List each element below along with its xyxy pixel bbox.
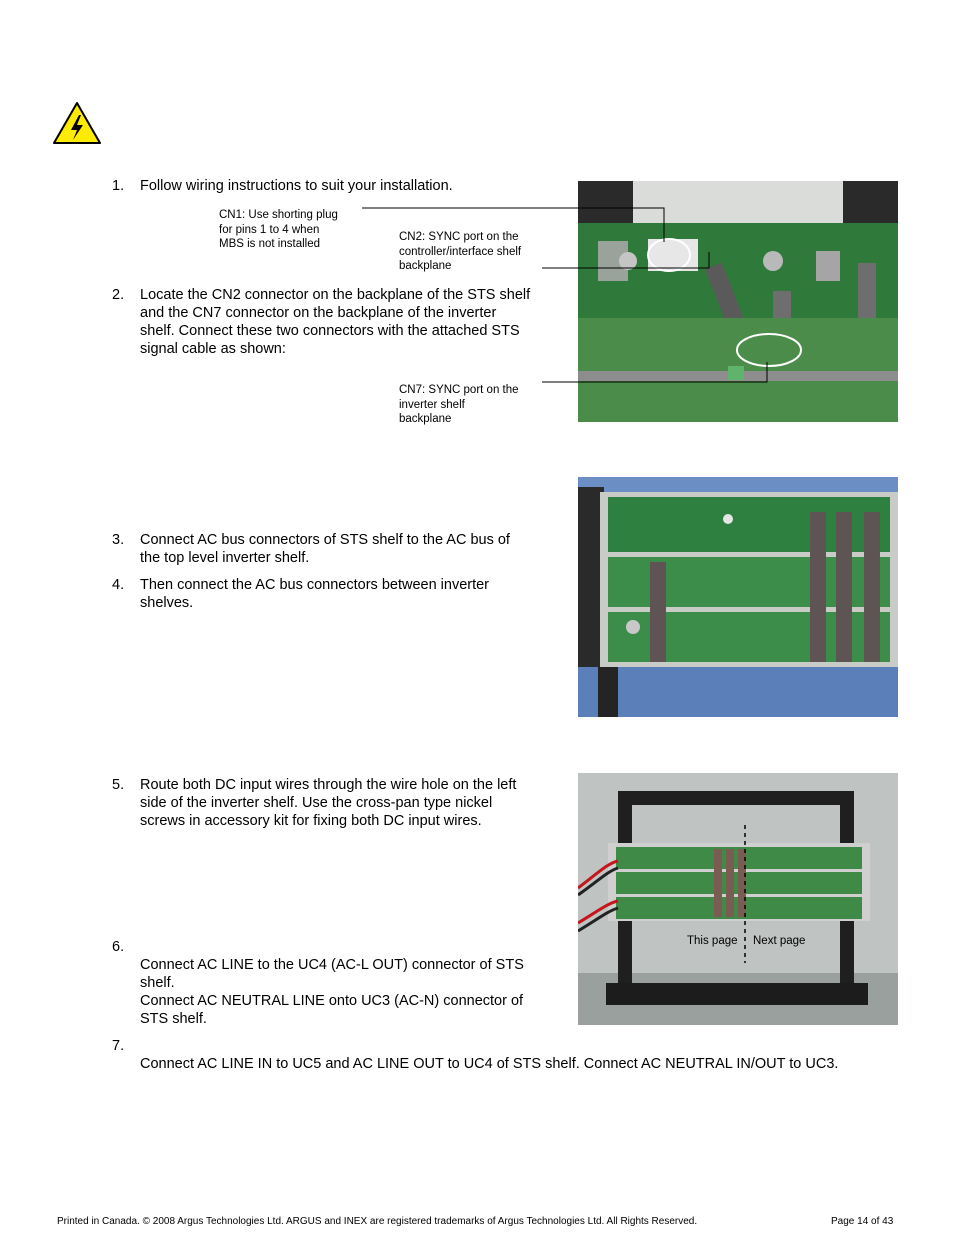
callout-line: controller/interface shelf bbox=[399, 245, 522, 258]
step-text-line: Locate the CN2 connector on the backplan… bbox=[140, 287, 531, 303]
callout-cn1: CN1: Use shorting plug for pins 1 to 4 w… bbox=[219, 208, 338, 252]
photo-rack-dc-wiring: This page Next page bbox=[578, 773, 898, 1025]
step-number: 2. bbox=[112, 287, 125, 303]
callout-line: backplane bbox=[399, 413, 452, 425]
step-number: 1. bbox=[112, 178, 125, 194]
callout-line: CN7: SYNC port on the bbox=[399, 384, 519, 396]
callout-line: MBS is not installed bbox=[219, 238, 320, 250]
step-text-line: shelf. bbox=[140, 975, 175, 991]
step-text-line: Then connect the AC bus connectors betwe… bbox=[140, 577, 490, 593]
step-text-line: Follow wiring instructions to suit your … bbox=[140, 178, 453, 194]
photo-label-next-page: Next page bbox=[753, 935, 806, 947]
step-number: 7. bbox=[112, 1038, 125, 1054]
step-text-line: Connect AC bus connectors of STS shelf t… bbox=[140, 532, 510, 548]
step-text-line: Connect AC LINE IN to UC5 and AC LINE OU… bbox=[140, 1056, 839, 1072]
step-number: 3. bbox=[112, 532, 125, 548]
step-text-line: signal cable as shown: bbox=[140, 341, 286, 357]
callout-cn2: CN2: SYNC port on the controller/interfa… bbox=[399, 230, 521, 274]
callout-line: for pins 1 to 4 when bbox=[219, 223, 320, 236]
footer-page-number: Page 14 of 43 bbox=[831, 1216, 894, 1227]
high-voltage-warning-icon bbox=[52, 101, 102, 145]
callout-line: CN1: Use shorting plug bbox=[219, 209, 338, 221]
step-text-line: Route both DC input wires through the wi… bbox=[140, 777, 517, 793]
step-text-line: shelf. Connect these two connectors with… bbox=[140, 323, 520, 339]
callout-cn7: CN7: SYNC port on the inverter shelf bac… bbox=[399, 383, 519, 427]
photo-label-this-page: This page bbox=[687, 935, 738, 947]
step-text-line: screws in accessory kit for fixing both … bbox=[140, 813, 482, 829]
step-text-line: shelves. bbox=[140, 595, 194, 611]
callout-line: inverter shelf bbox=[399, 398, 465, 411]
step-text-line: side of the inverter shelf. Use the cros… bbox=[140, 795, 493, 811]
footer-copyright: Printed in Canada. © 2008 Argus Technolo… bbox=[57, 1216, 698, 1227]
step-number: 6. bbox=[112, 939, 125, 955]
step-number: 5. bbox=[112, 777, 125, 793]
step-text-line: STS shelf. bbox=[140, 1011, 207, 1027]
step-text-line: the top level inverter shelf. bbox=[140, 550, 310, 566]
step-text-line: Connect AC LINE to the UC4 (AC-L OUT) co… bbox=[140, 957, 524, 973]
callout-line: backplane bbox=[399, 260, 452, 272]
step-text-line: Connect AC NEUTRAL LINE onto UC3 (AC-N) … bbox=[140, 993, 524, 1009]
callout-line: CN2: SYNC port on the bbox=[399, 231, 519, 243]
photo-ac-bus-connectors bbox=[578, 477, 898, 717]
step-text-line: and the CN7 connector on the backplane o… bbox=[140, 305, 497, 321]
step-number: 4. bbox=[112, 577, 125, 593]
